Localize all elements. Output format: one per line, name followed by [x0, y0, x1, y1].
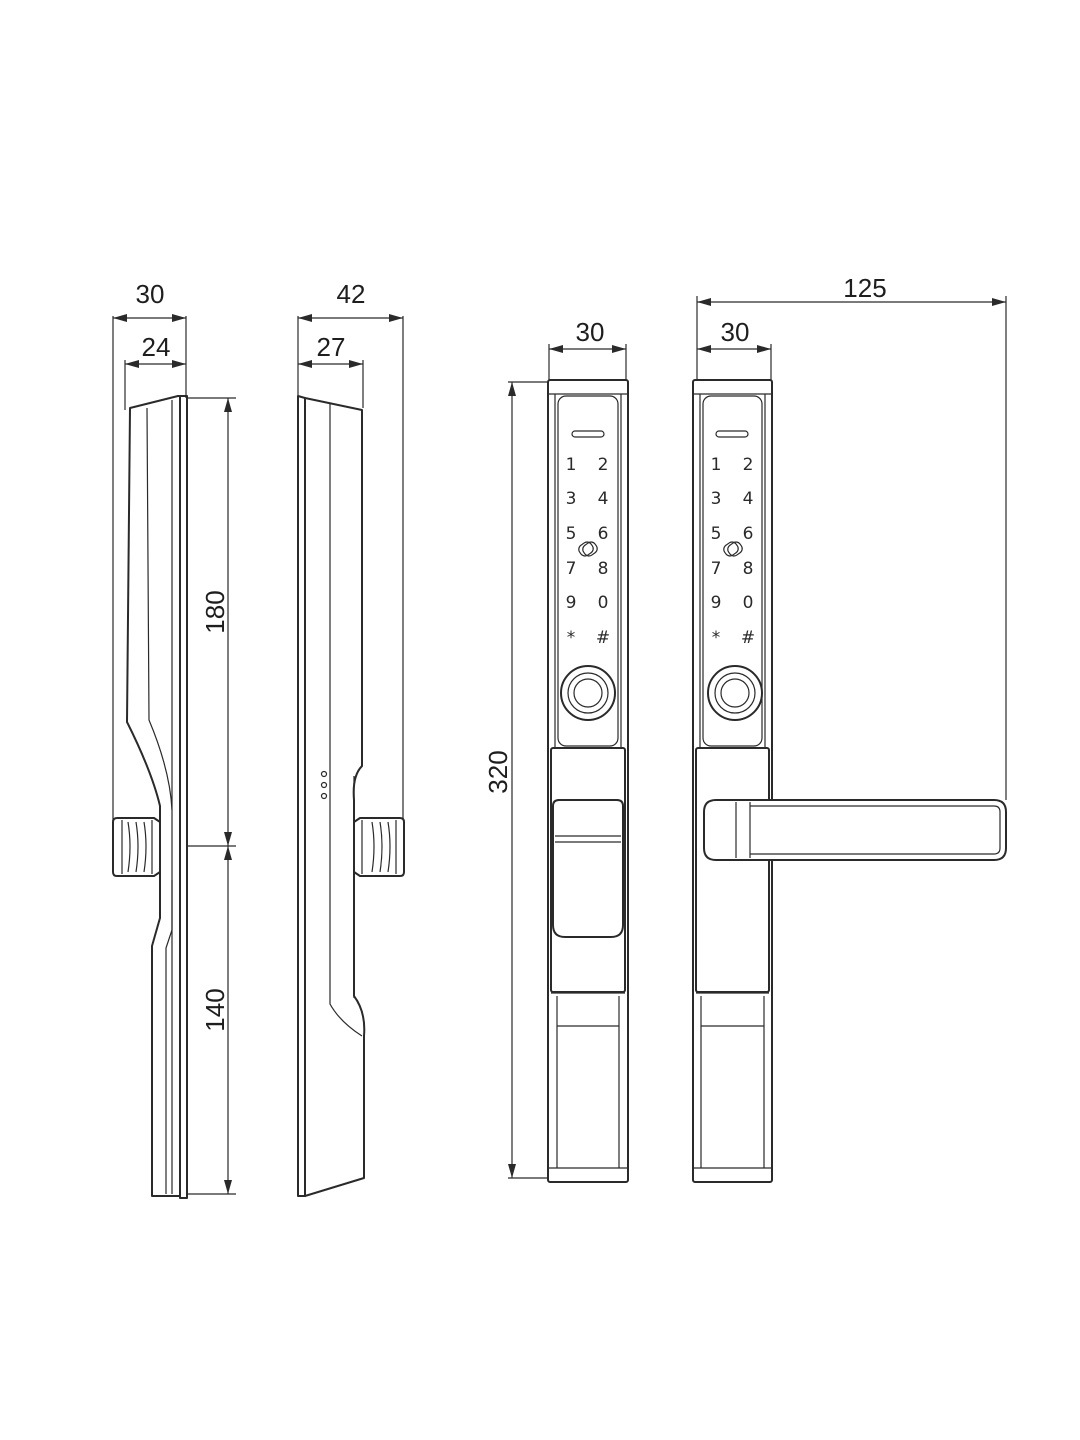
lever-key[interactable]: 4: [743, 489, 754, 509]
side-body-outline: [126, 395, 181, 1197]
front-key[interactable]: 8: [598, 559, 609, 579]
front-key[interactable]: 4: [598, 489, 609, 509]
lever-key[interactable]: 8: [743, 559, 754, 579]
front-handle-grip[interactable]: [552, 799, 624, 938]
lever-keypad-panel: [702, 395, 763, 747]
dim-label-side-lower: 140: [200, 988, 230, 1031]
dim-label-lever-reach: 125: [843, 273, 886, 303]
front-body-outline: [547, 379, 629, 1183]
front-keypad-panel: [557, 395, 619, 747]
lever-key[interactable]: 2: [743, 455, 754, 475]
profile-view: 42 27: [297, 279, 405, 1197]
dim-label-side-upper: 180: [200, 590, 230, 633]
nfc-icon: [723, 541, 743, 557]
profile-thumb-knob: [353, 817, 405, 877]
dim-label-side-inner: 24: [142, 332, 171, 362]
lever-view: 125 30 1 2 3 4 5 6 7 8 9 0 * #: [692, 273, 1007, 1183]
side-thumb-knob: [112, 817, 161, 877]
dim-label-side-outer: 30: [136, 279, 165, 309]
lever-key[interactable]: *: [712, 628, 721, 648]
dim-label-front-width: 30: [576, 317, 605, 347]
front-key[interactable]: 2: [598, 455, 609, 475]
lever-handle-housing: [695, 747, 770, 993]
lever-key[interactable]: 1: [711, 455, 722, 475]
front-key[interactable]: 1: [566, 455, 577, 475]
front-key[interactable]: *: [567, 628, 576, 648]
fingerprint-sensor-icon[interactable]: [560, 665, 616, 721]
dim-label-profile-outer: 42: [337, 279, 366, 309]
front-key[interactable]: 7: [566, 559, 577, 579]
front-key[interactable]: 6: [598, 524, 609, 544]
indicator-dot: [320, 792, 328, 800]
lever-key[interactable]: 7: [711, 559, 722, 579]
nfc-icon: [578, 541, 598, 557]
lever-key[interactable]: 5: [711, 524, 722, 544]
front-key[interactable]: 5: [566, 524, 577, 544]
front-key[interactable]: 0: [598, 593, 609, 613]
side-back-plate: [179, 395, 188, 1199]
front-view: 30 320 1 2 3 4 5 6 7 8 9 0 * #: [483, 317, 629, 1183]
dim-label-front-height: 320: [483, 750, 513, 793]
lever-key[interactable]: 3: [711, 489, 722, 509]
lever-key[interactable]: 6: [743, 524, 754, 544]
lever-key[interactable]: #: [741, 628, 755, 648]
lever-key[interactable]: 9: [711, 593, 722, 613]
front-handle-housing: [550, 747, 626, 993]
lever-indicator-slot: [715, 430, 749, 438]
indicator-dot: [320, 781, 328, 789]
front-key[interactable]: 9: [566, 593, 577, 613]
front-key[interactable]: 3: [566, 489, 577, 509]
side-view: 30 24 180 140: [112, 279, 236, 1199]
fingerprint-sensor-icon[interactable]: [707, 665, 763, 721]
dim-label-lever-view-width: 30: [721, 317, 750, 347]
lever-body-outline: [692, 379, 773, 1183]
lever-handle[interactable]: [703, 799, 1007, 861]
dim-label-profile-inner: 27: [317, 332, 346, 362]
lever-key[interactable]: 0: [743, 593, 754, 613]
front-indicator-slot: [571, 430, 605, 438]
front-key[interactable]: #: [596, 628, 610, 648]
indicator-dot: [320, 770, 328, 778]
